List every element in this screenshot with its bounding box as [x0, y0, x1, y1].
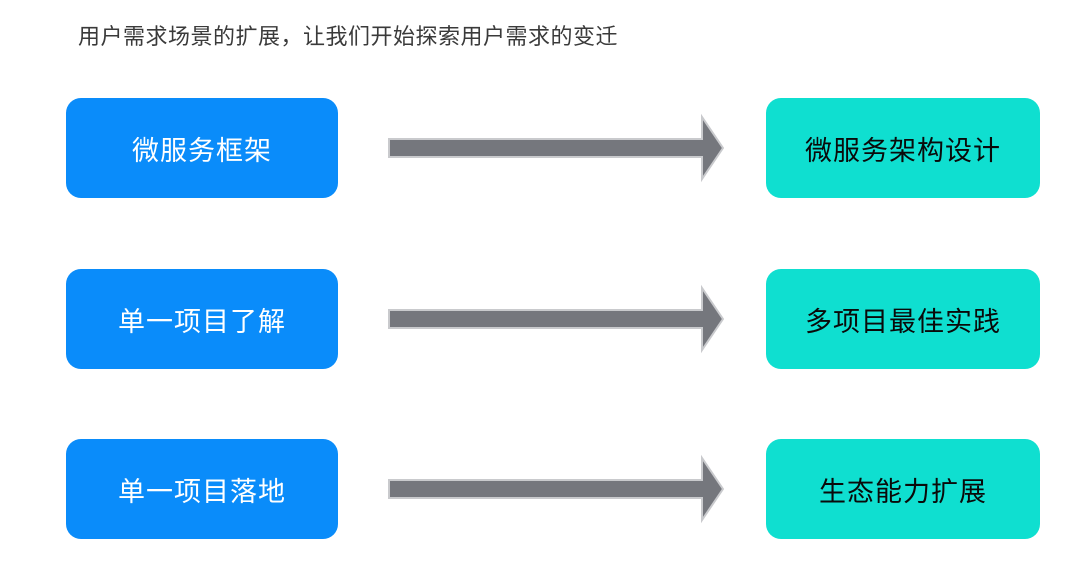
transition-row: 微服务框架 微服务架构设计 [0, 98, 1080, 198]
source-box[interactable]: 单一项目了解 [66, 269, 338, 369]
transition-row: 单一项目了解 多项目最佳实践 [0, 269, 1080, 369]
right-arrow-icon [388, 109, 724, 187]
right-arrow-icon [388, 450, 724, 528]
source-box[interactable]: 微服务框架 [66, 98, 338, 198]
page-title: 用户需求场景的扩展，让我们开始探索用户需求的变迁 [78, 24, 619, 49]
target-box[interactable]: 多项目最佳实践 [766, 269, 1040, 369]
target-box[interactable]: 生态能力扩展 [766, 439, 1040, 539]
source-box[interactable]: 单一项目落地 [66, 439, 338, 539]
target-box[interactable]: 微服务架构设计 [766, 98, 1040, 198]
right-arrow-icon [388, 280, 724, 358]
transition-row: 单一项目落地 生态能力扩展 [0, 439, 1080, 539]
